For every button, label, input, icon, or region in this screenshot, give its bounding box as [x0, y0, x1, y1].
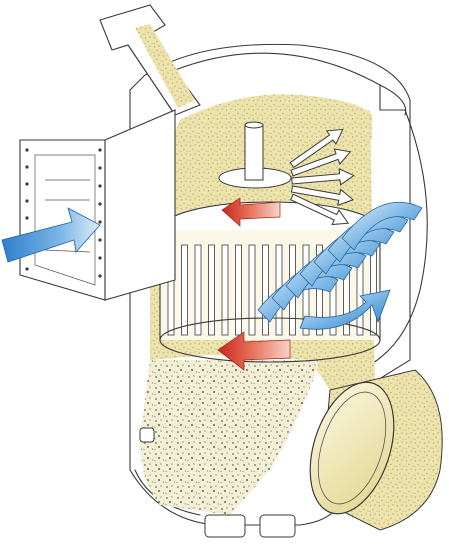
- flange-bolt: [25, 199, 29, 203]
- swirl-vanes: [257, 201, 423, 330]
- rotor-slat: [370, 244, 377, 336]
- flange-bolt: [98, 148, 102, 152]
- flange-bolt: [25, 165, 29, 169]
- rotor-shaft: [218, 121, 292, 189]
- exhaust-arrow: [290, 193, 350, 226]
- flange-bolt: [98, 256, 102, 260]
- flange-bolt: [25, 148, 29, 152]
- flange-bolt: [25, 182, 29, 186]
- bottom-nozzles: [139, 427, 296, 538]
- flange-bolt: [98, 202, 102, 206]
- rotor-slat: [262, 244, 269, 336]
- exhaust-arrows: [289, 128, 355, 226]
- rotor-slat: [181, 244, 188, 336]
- rotor-slat: [208, 244, 215, 336]
- rotor-slat: [194, 244, 202, 336]
- flange-bolt: [98, 274, 102, 278]
- exhaust-arrow: [290, 185, 355, 206]
- exhaust-arrow: [291, 168, 355, 186]
- flange-bolt: [98, 166, 102, 170]
- rotation-arrow-bottom: [217, 331, 291, 371]
- swirl-vane: [341, 201, 423, 251]
- rotation-arrow-top: [221, 197, 281, 227]
- flange-bolt: [98, 238, 102, 242]
- flange-bolt: [98, 220, 102, 224]
- flange-bolts: [25, 148, 102, 278]
- outlet-pipe: [309, 369, 443, 531]
- rotor-slat: [235, 244, 242, 336]
- feed-chute: [99, 4, 201, 116]
- exhaust-arrow: [290, 148, 352, 177]
- inlet-air-arrow: [1, 207, 101, 263]
- flange-bolt: [25, 267, 29, 271]
- rotor-slat: [316, 244, 323, 336]
- exhaust-arrow: [289, 128, 344, 169]
- inlet-duct: [19, 109, 176, 301]
- flange-bolt: [25, 216, 29, 220]
- rotor-slat: [221, 244, 229, 336]
- rotor-slat: [248, 244, 256, 336]
- flange-bolt: [98, 184, 102, 188]
- swirl-arrow-head: [299, 289, 391, 330]
- rotor-cage: [159, 201, 381, 363]
